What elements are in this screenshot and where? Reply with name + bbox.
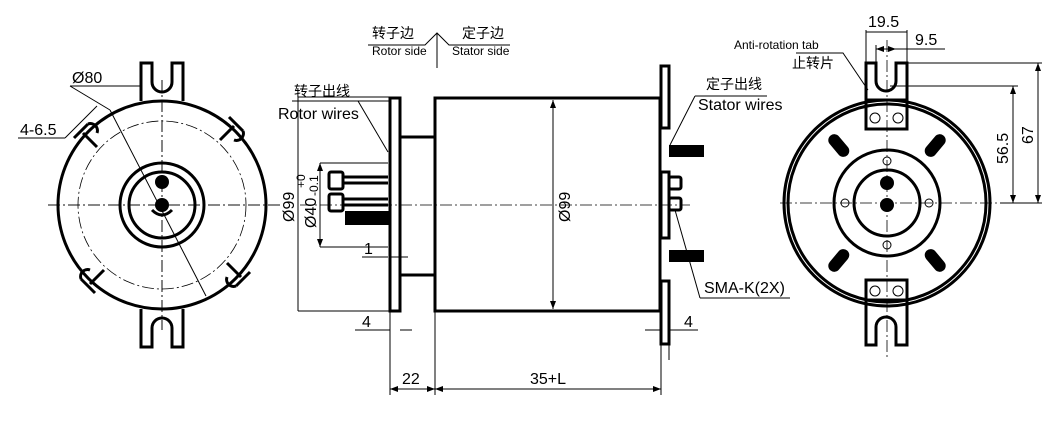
rotor-side-cn: 转子边: [372, 26, 414, 42]
stator-side-label: Stator side: [452, 44, 510, 58]
stator-wires-cn: 定子出线: [706, 77, 762, 93]
side-view: Ø99 Ø40 +0 -0.1 Ø99 1 4 4 22 35+L 转子出线 R…: [278, 64, 790, 395]
rotor-end-view: Ø80 4-6.5: [18, 61, 280, 349]
anti-rotation-tab-cn: 止转片: [792, 56, 834, 72]
rotor-side-label: Rotor side: [372, 44, 427, 58]
mounting-holes-dimension: 4-6.5: [20, 122, 57, 139]
hub-tolerance-upper: +0: [294, 174, 308, 188]
hub-diameter: Ø40: [303, 198, 320, 228]
flange-diameter: Ø99: [281, 192, 298, 222]
gap-dimension: 1: [364, 241, 373, 258]
stator-wires-label: Stator wires: [698, 97, 782, 114]
rotor-hole: [155, 175, 169, 189]
left-flange-thickness: 4: [362, 314, 371, 331]
rotor-connector: [327, 170, 345, 191]
sma-connector: [667, 175, 683, 191]
pcd-dimension: Ø80: [72, 70, 102, 87]
rotor-length: 22: [402, 371, 420, 388]
slot-width-dimension: 9.5: [915, 32, 937, 49]
tab-height-dimension: 67: [1020, 126, 1037, 144]
rotor-wires-label: Rotor wires: [278, 106, 359, 123]
stator-side-cn: 定子边: [462, 26, 504, 42]
body-diameter: Ø99: [557, 192, 574, 222]
rotor-wires-cn: 转子出线: [294, 84, 350, 100]
side-legend: 转子边 Rotor side 定子边 Stator side: [368, 26, 510, 68]
stator-wire-bundle: [669, 145, 704, 157]
tab-width-dimension: 19.5: [868, 14, 899, 31]
right-flange-thickness: 4: [684, 314, 693, 331]
connector-label: SMA-K(2X): [704, 280, 785, 297]
body-length: 35+L: [530, 371, 566, 388]
slot-depth-dimension: 56.5: [995, 133, 1012, 164]
anti-rotation-tab-label: Anti-rotation tab: [734, 38, 819, 52]
kidney-slots: [828, 134, 946, 272]
hub-tolerance-lower: -0.1: [307, 175, 321, 196]
stator-end-view: 19.5 9.5 56.5 67 Anti-rotation tab 止转片: [734, 14, 1042, 360]
